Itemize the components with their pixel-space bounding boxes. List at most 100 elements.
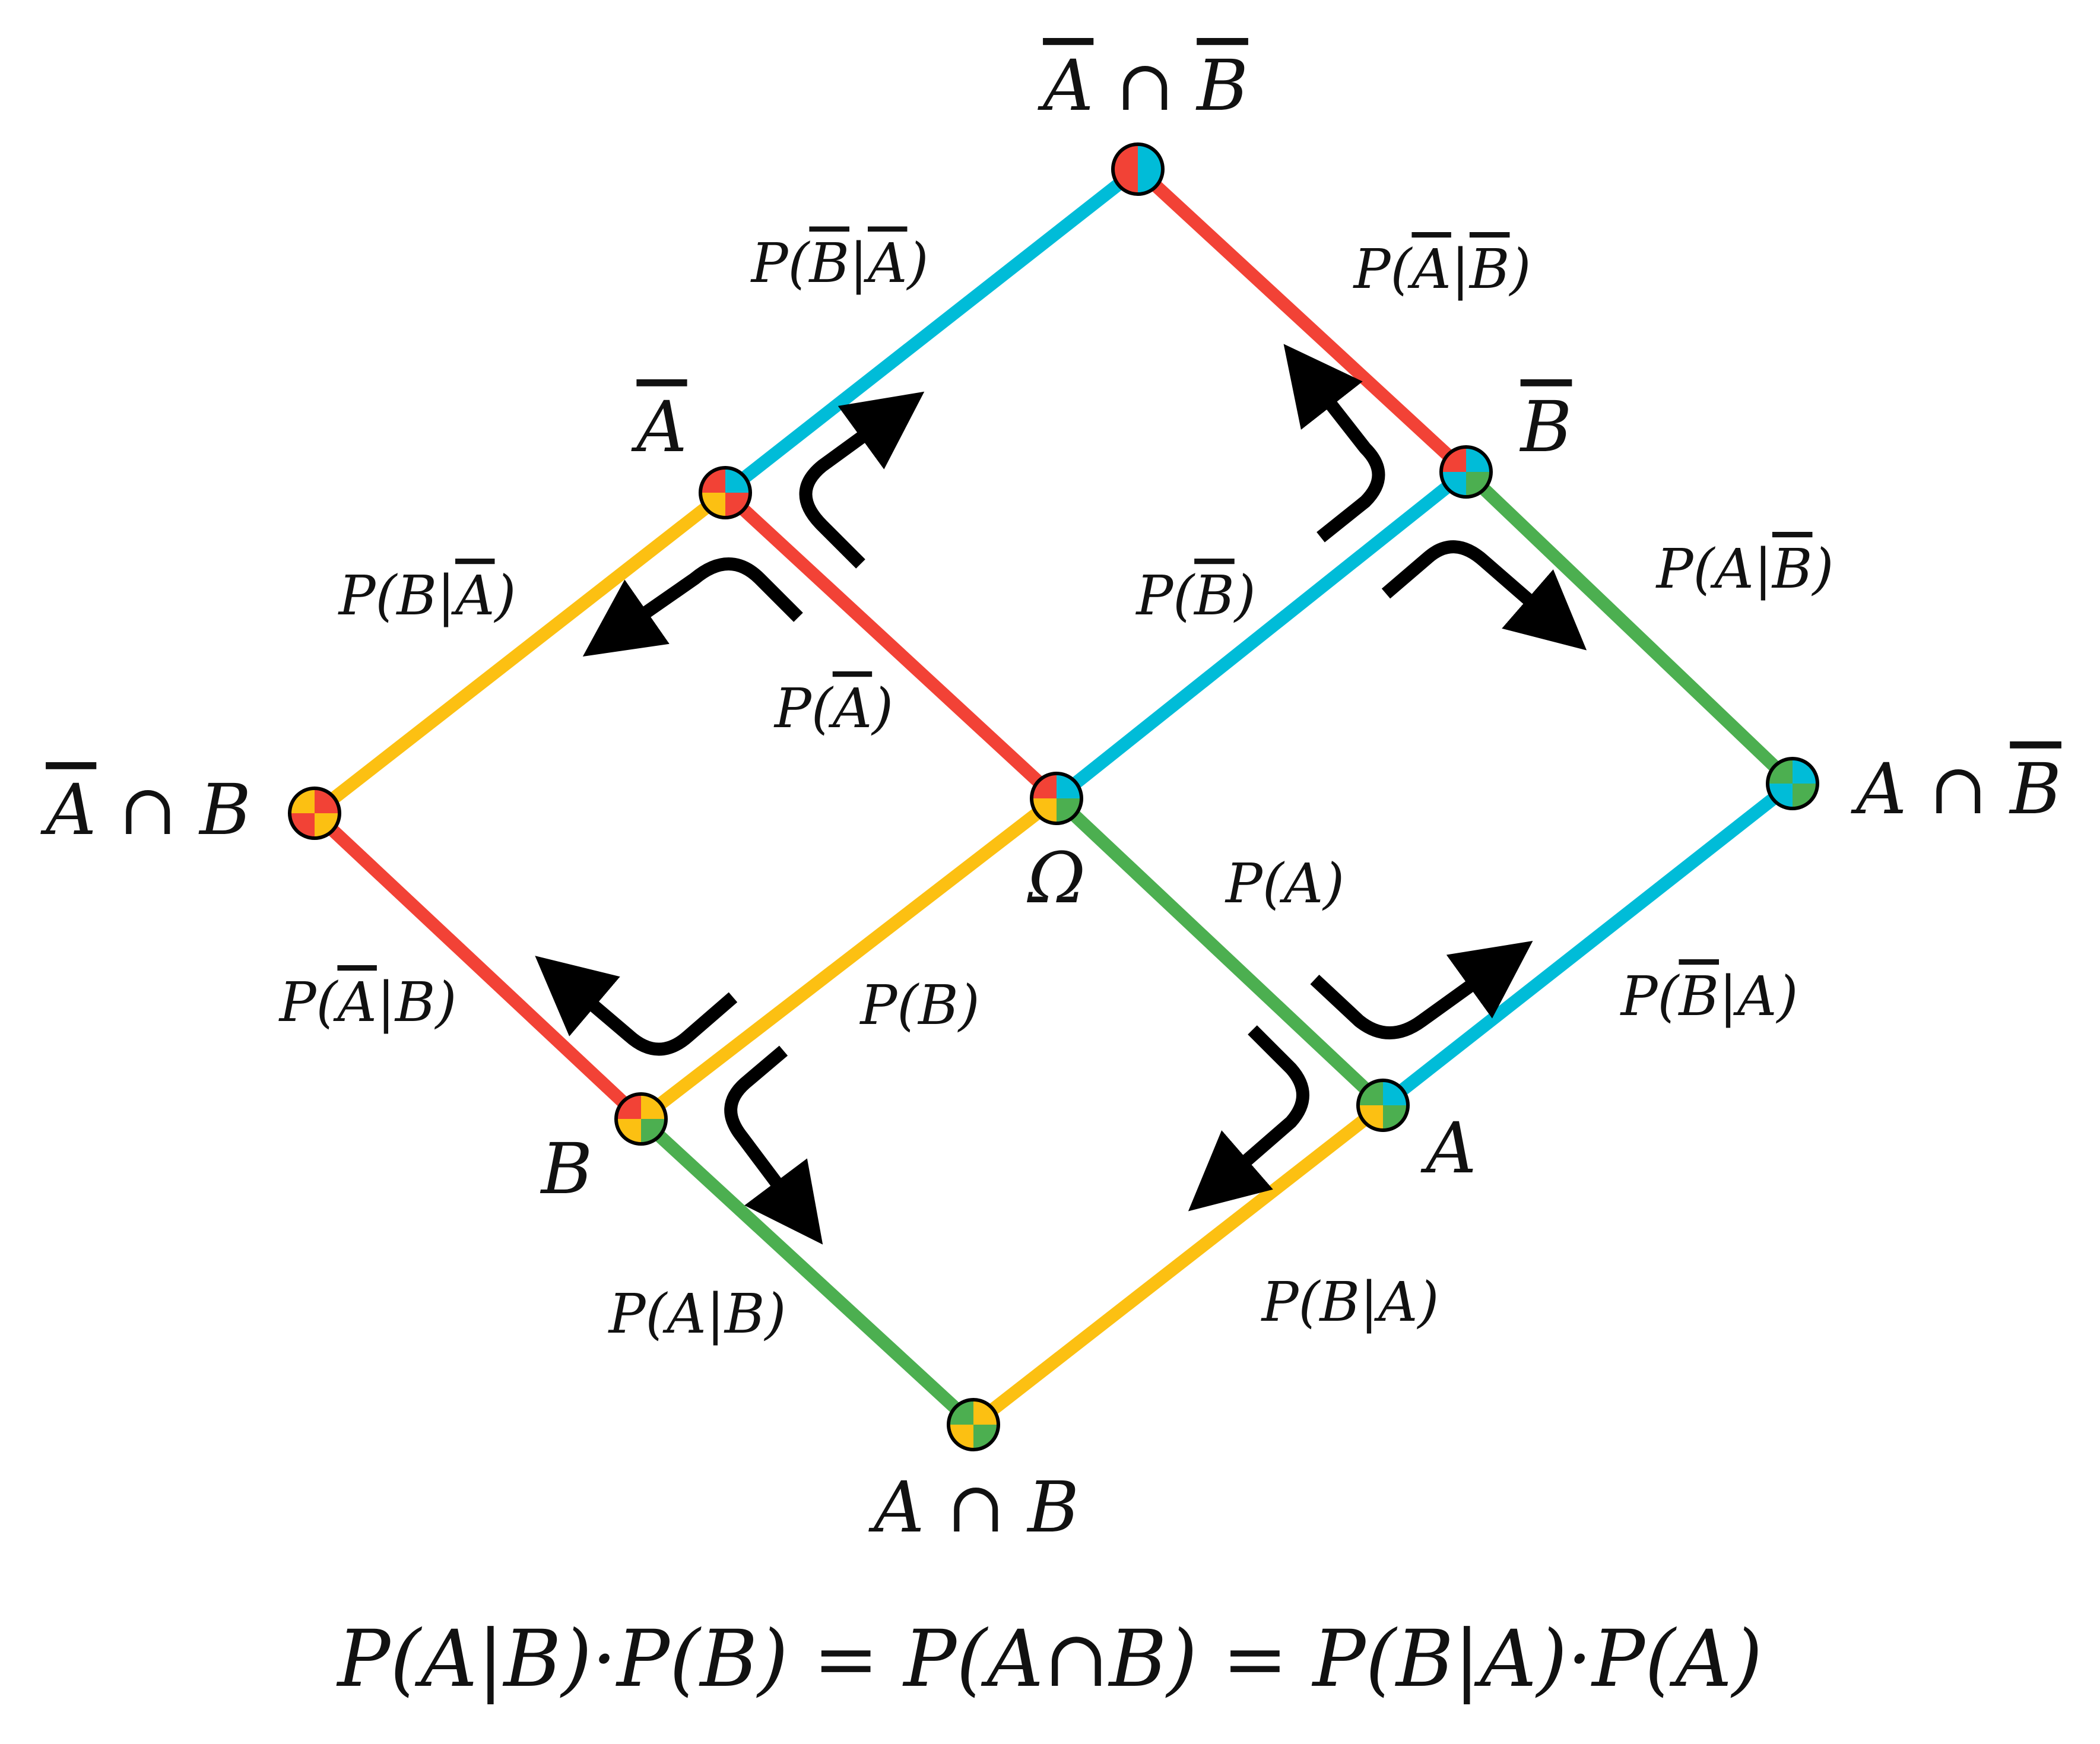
arrow-omega-a-bottom <box>1188 1025 1309 1212</box>
label-part: P( <box>1353 237 1413 301</box>
node-quadrant <box>1358 1105 1383 1130</box>
label-part: A <box>1407 237 1451 301</box>
label-a-and-b: A ∩ B <box>868 1466 1079 1548</box>
arrow-omega-b-bottom <box>724 1045 823 1245</box>
edge-not-a-to-not-a-and-b <box>310 487 729 819</box>
node-outline <box>1439 445 1493 499</box>
node-not-a-and-not-b <box>1111 142 1165 196</box>
label-part: | <box>1451 237 1470 301</box>
node-quadrant <box>1032 798 1057 823</box>
label-p-b-given-not-a: P(B|A) <box>338 564 516 627</box>
label-part: B <box>1677 965 1719 1028</box>
node-quadrant <box>1113 144 1138 169</box>
edge-not-a-to-top <box>721 164 1142 498</box>
label-part: ∩ <box>1907 748 2010 830</box>
label-part: B <box>1195 45 1248 126</box>
node-outline <box>614 1092 668 1146</box>
node-quadrant <box>1383 1080 1408 1105</box>
label-part: P( <box>1135 564 1195 627</box>
node-quadrant <box>290 813 315 838</box>
label-part: A <box>868 1466 924 1548</box>
node-outline <box>288 787 341 840</box>
label-part: A <box>451 564 494 627</box>
label-part: P(A| <box>1655 537 1772 601</box>
node-quadrant <box>949 1425 973 1450</box>
node-quadrant <box>725 493 750 518</box>
label-part: B <box>808 232 849 295</box>
label-part: B <box>540 1128 593 1210</box>
node-outline <box>1111 142 1165 196</box>
label-part: P(A|B) <box>608 1282 786 1346</box>
label-part: A <box>40 769 96 851</box>
node-quadrant <box>1358 1080 1383 1105</box>
label-part: B <box>1520 386 1572 468</box>
node-quadrant <box>1793 784 1817 808</box>
label-part: ) <box>493 564 516 627</box>
label-part: P( <box>773 677 834 740</box>
label-part: ) <box>1811 537 1833 601</box>
label-b: B <box>540 1128 593 1210</box>
label-omega: Ω <box>1026 837 1086 919</box>
edge-labels: P(B|A) P(A|B) P(B|A) P(A) P(B) P(A|B) P(… <box>278 232 1834 1346</box>
arrows <box>535 344 1587 1245</box>
node-quadrant <box>616 1119 641 1144</box>
label-part: |B) <box>377 971 457 1034</box>
arrow-omega-not-a-top <box>799 391 925 569</box>
label-p-not-a-given-b: P(A|B) <box>278 971 457 1034</box>
node-quadrant <box>1466 447 1491 472</box>
node-quadrant <box>641 1119 666 1144</box>
label-p-a-given-not-b: P(A|B) <box>1655 537 1834 601</box>
arrow-omega-not-b-top <box>1283 344 1385 543</box>
label-not-a-and-not-b: A ∩ B <box>1038 45 1248 126</box>
label-not-b: B <box>1520 386 1572 468</box>
label-part: | <box>849 232 868 295</box>
label-part: ) <box>871 677 893 740</box>
node-quadrant <box>616 1094 641 1119</box>
label-part: B <box>2009 748 2061 830</box>
node-quadrant <box>1441 447 1466 472</box>
node-outline <box>1356 1079 1410 1132</box>
label-part: P(B|A) <box>1261 1270 1439 1334</box>
label-part: A <box>863 232 907 295</box>
label-part: B <box>198 769 251 851</box>
edge-not-b-to-a-and-not-b <box>1461 467 1797 788</box>
label-not-a: A <box>631 386 687 468</box>
node-a <box>1356 1079 1410 1132</box>
node-not-b <box>1439 445 1493 499</box>
label-part: A <box>828 677 872 740</box>
arrow-omega-not-a-left <box>582 557 803 657</box>
label-part: P(B| <box>338 564 455 627</box>
node-a-and-not-b <box>1766 757 1819 810</box>
label-part: B <box>1771 537 1813 601</box>
edge-a-to-a-and-b <box>969 1100 1387 1430</box>
label-p-not-b-given-not-a: P(B|A) <box>750 232 929 295</box>
node-omega <box>1030 772 1083 825</box>
arrow-omega-b-left <box>535 956 738 1056</box>
node-quadrant <box>315 788 340 813</box>
node-quadrant <box>315 813 340 838</box>
bayes-formula: P(A|B)·P(B) = P(A∩B) = P(B|A)·P(A) <box>337 1613 1763 1705</box>
label-part: A <box>1851 748 1907 830</box>
label-part: P(A) <box>1225 852 1344 915</box>
label-p-not-b: P(B) <box>1135 564 1255 627</box>
node-outline <box>1766 757 1819 810</box>
label-part: B <box>1193 564 1235 627</box>
label-part: ∩ <box>924 1466 1027 1548</box>
label-a: A <box>1420 1107 1476 1189</box>
edge-omega-to-not-b <box>1052 467 1470 804</box>
edge-b-to-a-and-b <box>636 1114 978 1430</box>
node-quadrant <box>1793 759 1817 784</box>
label-part: P( <box>750 232 811 295</box>
label-part: A <box>1038 45 1093 126</box>
node-outline <box>699 466 752 519</box>
node-b <box>614 1092 668 1146</box>
label-p-b: P(B) <box>859 974 979 1037</box>
node-not-a <box>699 466 752 519</box>
edges <box>310 164 1797 1430</box>
label-part: A <box>332 971 376 1034</box>
label-part: |A) <box>1719 965 1798 1028</box>
node-quadrant <box>1768 784 1793 808</box>
arrow-omega-not-b-right <box>1381 540 1587 651</box>
label-part: ∩ <box>1093 45 1197 126</box>
